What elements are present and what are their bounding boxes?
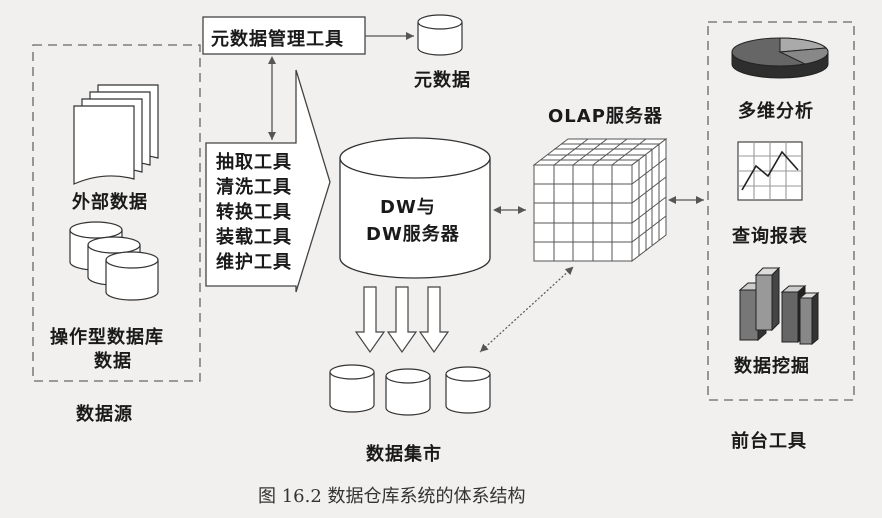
metadata-tool-label: 元数据管理工具	[211, 29, 344, 50]
data-source-box	[32, 44, 201, 382]
data-source-label: 数据源	[76, 404, 133, 425]
data-mart-label: 数据集市	[366, 444, 442, 465]
data-mining-bars-icon	[738, 266, 820, 346]
tools-arrow-shape	[205, 69, 331, 293]
dw-cylinder	[339, 137, 491, 279]
front-tools-box	[707, 21, 855, 401]
external-data-label: 外部数据	[72, 192, 148, 213]
operational-db-label: 操作型数据库	[50, 327, 164, 348]
tools-list: 抽取工具 清洗工具 转换工具 装载工具 维护工具	[216, 150, 292, 275]
figure-caption: 图 16.2 数据仓库系统的体系结构	[258, 486, 526, 507]
document-stack-icon	[73, 84, 159, 185]
tool-maintain: 维护工具	[216, 252, 292, 273]
dw-label-line1: DW与	[380, 197, 436, 218]
multidim-analysis-label: 多维分析	[738, 101, 814, 122]
query-report-label: 查询报表	[732, 226, 808, 247]
line-chart-icon	[737, 141, 803, 201]
data-mart-cylinders	[329, 364, 491, 416]
tool-load: 装载工具	[216, 227, 292, 248]
data-mining-label: 数据挖掘	[734, 356, 810, 377]
pie-chart-icon	[731, 37, 829, 79]
operational-db-label-2: 数据	[94, 351, 132, 372]
metadata-tool-box	[202, 16, 366, 55]
tool-clean: 清洗工具	[216, 177, 292, 198]
down-arrows	[354, 286, 450, 354]
metadata-label: 元数据	[414, 70, 471, 91]
tool-extract: 抽取工具	[216, 152, 292, 173]
dw-label-line2: DW服务器	[366, 224, 460, 245]
operational-db-icon	[69, 221, 159, 301]
olap-server-label: OLAP服务器	[548, 106, 663, 127]
front-tools-label: 前台工具	[731, 431, 807, 452]
tool-transform: 转换工具	[216, 202, 292, 223]
olap-cube-icon	[532, 137, 668, 263]
metadata-cylinder-icon	[417, 14, 463, 56]
